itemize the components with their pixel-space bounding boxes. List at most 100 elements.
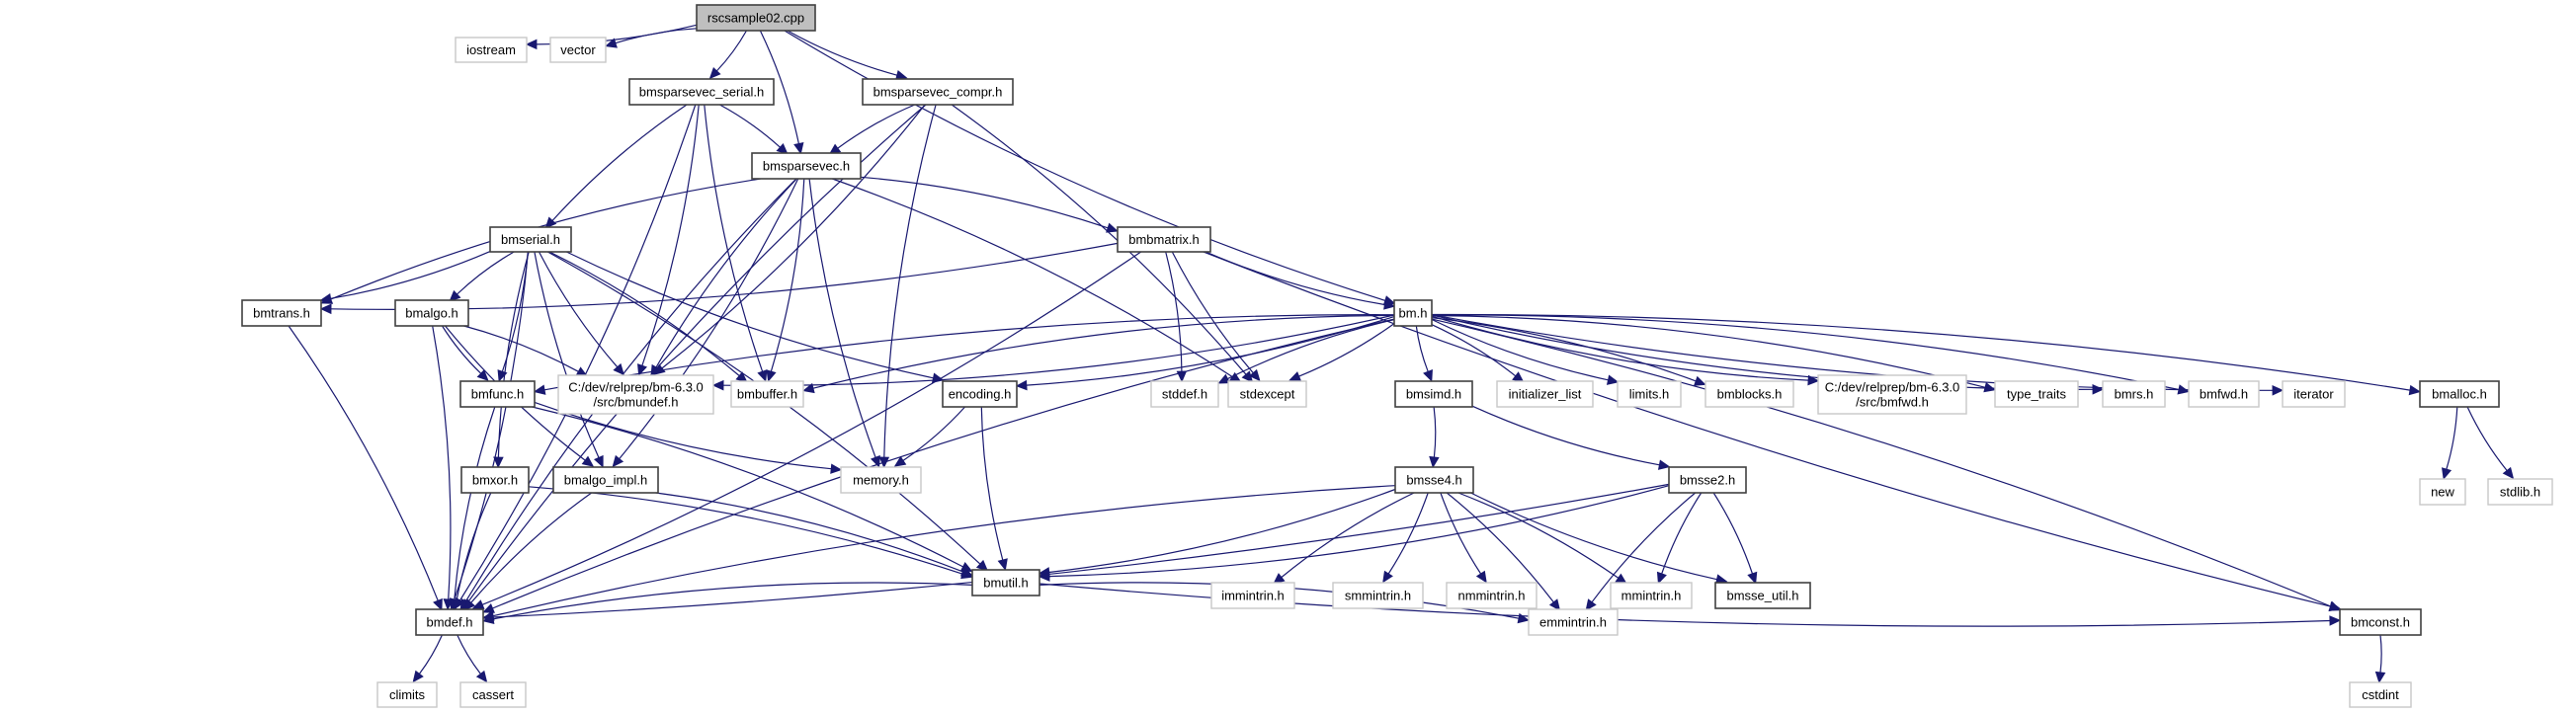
- edge-bm-to-bmblocks: [1431, 317, 1706, 386]
- node-bmfwd_full: C:/dev/relprep/bm-6.3.0/src/bmfwd.h: [1817, 374, 1967, 415]
- arrowhead-icon: [1693, 375, 1706, 386]
- edge-line: [1431, 324, 1517, 377]
- edge-line: [1433, 406, 1437, 458]
- edge-bmsimd-to-bmsse2: [1471, 405, 1671, 470]
- edge-line: [532, 406, 963, 568]
- edge-line: [1048, 488, 1396, 574]
- edge-line: [1165, 251, 1183, 372]
- edge-line: [655, 178, 797, 368]
- node-bmconst[interactable]: bmconst.h: [2339, 608, 2422, 636]
- arrowhead-icon: [2408, 384, 2422, 396]
- node-encoding[interactable]: encoding.h: [942, 380, 1018, 408]
- arrowhead-icon: [708, 67, 721, 80]
- node-bmsparsevec_compr[interactable]: bmsparsevec_compr.h: [862, 78, 1014, 106]
- node-box: [1668, 466, 1747, 494]
- node-label: climits: [389, 687, 426, 702]
- edge-line: [615, 28, 698, 44]
- node-box: [1496, 380, 1594, 408]
- node-bmbmatrix[interactable]: bmbmatrix.h: [1117, 226, 1211, 253]
- node-box: [489, 226, 572, 253]
- edge-line: [1171, 251, 1254, 374]
- node-stddef: stddef.h: [1150, 380, 1219, 408]
- edge-bm-to-bmalloc: [1431, 313, 2422, 396]
- node-label: bmbmatrix.h: [1128, 232, 1200, 247]
- node-box: [1210, 582, 1295, 609]
- node-label: stdlib.h: [2500, 485, 2540, 500]
- edge-bmsparsevec_compr-to-bmdef: [461, 104, 927, 611]
- arrowhead-icon: [2329, 615, 2342, 626]
- edge-bm-to-bmundef: [711, 314, 1395, 391]
- edge-line: [980, 406, 1004, 561]
- node-box: [2188, 380, 2260, 408]
- edge-line: [1470, 492, 1717, 581]
- node-bmtrans[interactable]: bmtrans.h: [241, 299, 322, 327]
- node-bmserial[interactable]: bmserial.h: [489, 226, 572, 253]
- edge-line: [759, 30, 799, 144]
- edge-line: [454, 406, 496, 600]
- node-bmsse2[interactable]: bmsse2.h: [1668, 466, 1747, 494]
- edge-bmbmatrix-to-stdexcept: [1171, 251, 1261, 382]
- node-label: C:/dev/relprep/bm-6.3.0: [1825, 380, 1960, 395]
- node-bmalgo[interactable]: bmalgo.h: [394, 299, 469, 327]
- node-bmsimd[interactable]: bmsimd.h: [1394, 380, 1473, 408]
- node-bmxor[interactable]: bmxor.h: [460, 466, 530, 494]
- node-bmsse_util[interactable]: bmsse_util.h: [1714, 582, 1811, 609]
- node-box: [1394, 466, 1474, 494]
- node-bmutil[interactable]: bmutil.h: [971, 569, 1040, 596]
- node-bmsse4[interactable]: bmsse4.h: [1394, 466, 1474, 494]
- edge-line: [860, 176, 1109, 229]
- edge-line: [551, 104, 688, 221]
- node-label: bmalloc.h: [2432, 387, 2487, 402]
- node-bmsparsevec_serial[interactable]: bmsparsevec_serial.h: [628, 78, 775, 106]
- node-label: bmbuffer.h: [737, 387, 797, 402]
- node-bmfunc[interactable]: bmfunc.h: [459, 380, 536, 408]
- node-bmalgo_impl[interactable]: bmalgo_impl.h: [552, 466, 659, 494]
- node-bm[interactable]: bm.h: [1393, 299, 1433, 327]
- node-bmdef[interactable]: bmdef.h: [415, 608, 484, 636]
- edge-line: [1431, 314, 1986, 388]
- edge-line: [661, 104, 926, 369]
- arrowhead-icon: [1423, 368, 1433, 382]
- arrowhead-icon: [2441, 467, 2452, 480]
- edge-line: [528, 486, 963, 575]
- node-label: nmmintrin.h: [1458, 589, 1526, 603]
- node-box: [1117, 226, 1211, 253]
- arrowhead-icon: [2328, 600, 2342, 611]
- node-label: bmfunc.h: [471, 387, 524, 402]
- edge-bmsse2-to-emmintrin: [1585, 492, 1697, 611]
- edge-rscsample02-to-bm: [784, 30, 1396, 306]
- edge-bmsparsevec-to-bmbuffer: [766, 178, 805, 382]
- node-label: iostream: [466, 42, 516, 57]
- arrowhead-icon: [830, 463, 843, 474]
- arrowhead-icon: [433, 597, 443, 611]
- edge-bmfunc-to-memory: [534, 401, 843, 474]
- arrowhead-icon: [1382, 570, 1393, 584]
- node-cassert: cassert: [459, 681, 527, 708]
- edge-line: [1431, 314, 2094, 390]
- node-label: cassert: [472, 687, 514, 702]
- edge-bmconst-to-cstdint: [2374, 634, 2386, 684]
- edge-bmalloc-to-stdlib: [2466, 406, 2515, 480]
- node-label: bmalgo_impl.h: [564, 473, 648, 488]
- node-box: [459, 681, 527, 708]
- node-label: smmintrin.h: [1345, 589, 1411, 603]
- edge-bmbmatrix-to-bmdef: [471, 251, 1142, 609]
- edge-line: [492, 485, 1396, 617]
- edge-line: [288, 325, 439, 601]
- edge-bm-to-bmfwd_full: [1431, 315, 1820, 386]
- node-label: immintrin.h: [1221, 589, 1285, 603]
- edge-line: [655, 492, 963, 573]
- arrowhead-icon: [533, 384, 546, 395]
- arrowhead-icon: [319, 303, 332, 315]
- node-box: [751, 152, 862, 180]
- edge-bmbmatrix-to-stddef: [1165, 251, 1188, 383]
- node-bmsparsevec[interactable]: bmsparsevec.h: [751, 152, 862, 180]
- node-label: bmsse4.h: [1406, 473, 1461, 488]
- edge-bmsparsevec_serial-to-bmbuffer: [704, 104, 768, 382]
- arrowhead-icon: [2092, 384, 2105, 395]
- node-bmalloc[interactable]: bmalloc.h: [2419, 380, 2500, 408]
- edge-line: [641, 104, 700, 366]
- node-rscsample02[interactable]: rscsample02.cpp: [696, 4, 816, 32]
- arrowhead-icon: [1429, 455, 1440, 469]
- node-new: new: [2419, 478, 2466, 506]
